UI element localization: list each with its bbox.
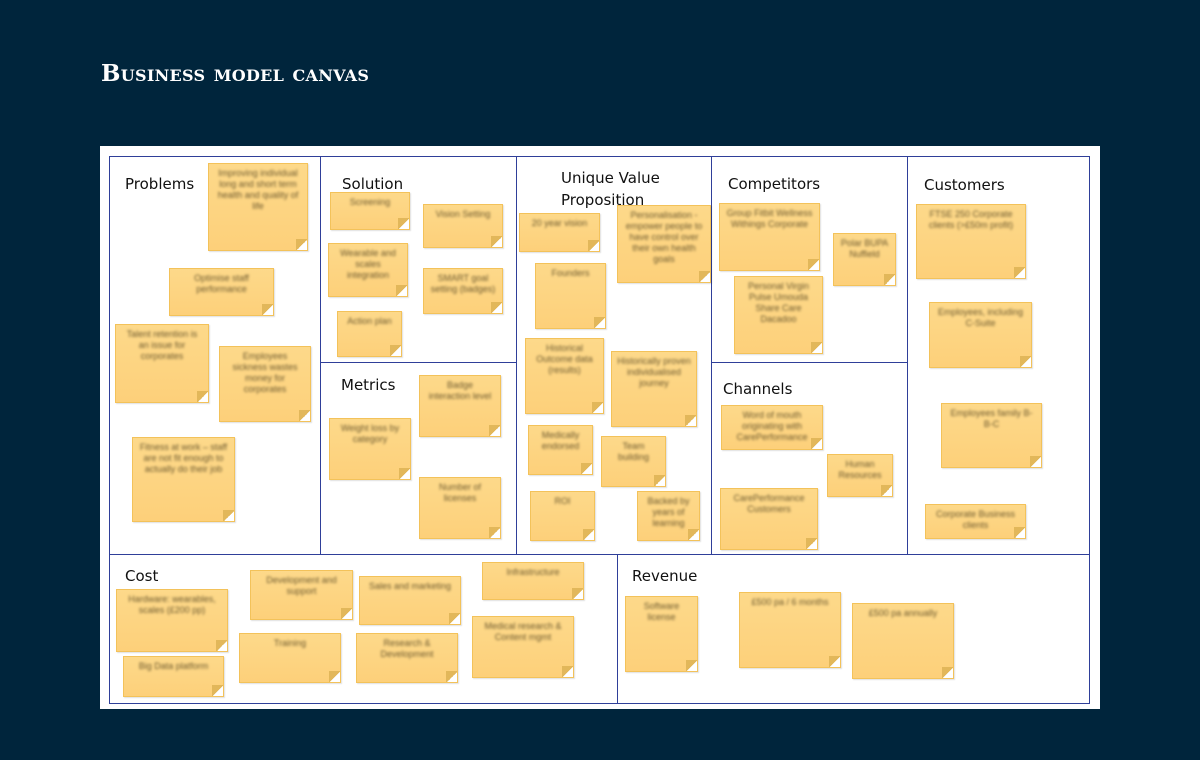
divider (109, 156, 110, 704)
sticky-note[interactable]: Corporate Business clients (925, 504, 1026, 539)
section-competitors: Competitors (728, 175, 821, 193)
sticky-note[interactable]: Wearable and scales integration (328, 243, 408, 297)
sticky-note[interactable]: Badge interaction level (419, 375, 501, 437)
sticky-note[interactable]: Group Fitbit Wellness Withings Corporate (719, 203, 820, 271)
section-cost: Cost (125, 567, 159, 585)
sticky-note[interactable]: CarePerformance Customers (720, 488, 818, 550)
sticky-note[interactable]: Sales and marketing (359, 576, 461, 625)
section-customers: Customers (924, 176, 1005, 194)
sticky-note[interactable]: Team building (601, 436, 666, 487)
sticky-note[interactable]: Development and support (250, 570, 353, 620)
sticky-note[interactable]: Backed by years of learning (637, 491, 700, 541)
sticky-note[interactable]: Fitness at work – staff are not fit enou… (132, 437, 235, 522)
sticky-note[interactable]: Employees family B-B-C (941, 403, 1042, 468)
section-revenue: Revenue (632, 567, 698, 585)
sticky-note[interactable]: Medical research & Content mgmt (472, 616, 574, 678)
sticky-note[interactable]: Medically endorsed (528, 425, 593, 475)
sticky-note[interactable]: Number of licenses (419, 477, 501, 539)
sticky-note[interactable]: Talent retention is an issue for corpora… (115, 324, 209, 403)
sticky-note[interactable]: £500 pa / 6 months (739, 592, 841, 668)
sticky-note[interactable]: Training (239, 633, 341, 683)
divider (320, 156, 321, 554)
sticky-note[interactable]: Employees, including C-Suite (929, 302, 1032, 368)
divider (109, 703, 1090, 704)
divider (1089, 156, 1090, 704)
sticky-note[interactable]: Human Resources (827, 454, 893, 497)
sticky-note[interactable]: Historical Outcome data (results) (525, 338, 604, 414)
sticky-note[interactable]: Improving individual long and short term… (208, 163, 308, 251)
section-problems: Problems (125, 175, 195, 193)
sticky-note[interactable]: Research & Development (356, 633, 458, 683)
divider (907, 156, 908, 554)
sticky-note[interactable]: Historically proven individualised journ… (611, 351, 697, 427)
sticky-note[interactable]: Software license (625, 596, 698, 672)
sticky-note[interactable]: Weight loss by category (329, 418, 411, 480)
sticky-note[interactable]: Word of mouth originating with CarePerfo… (721, 405, 823, 450)
sticky-note[interactable]: Personalisation - empower people to have… (617, 205, 711, 283)
sticky-note[interactable]: SMART goal setting (badges) (423, 268, 503, 314)
section-metrics: Metrics (341, 376, 396, 394)
section-solution: Solution (342, 175, 404, 193)
divider (711, 156, 712, 554)
divider (320, 362, 516, 363)
divider (617, 554, 618, 704)
sticky-note[interactable]: Big Data platform (123, 656, 224, 697)
sticky-note[interactable]: Hardware: wearables, scales (£200 pp) (116, 589, 228, 652)
divider (516, 156, 517, 554)
section-uvp: Unique Value Proposition (561, 169, 660, 209)
sticky-note[interactable]: Optimise staff performance (169, 268, 274, 316)
sticky-note[interactable]: Screening (330, 192, 410, 230)
sticky-note[interactable]: Vision Setting (423, 204, 503, 248)
sticky-note[interactable]: Founders (535, 263, 606, 329)
divider (109, 156, 1090, 157)
page-title: Business model canvas (101, 60, 370, 87)
section-channels: Channels (723, 380, 793, 398)
sticky-note[interactable]: Personal Virgin Pulse Umouda Share Care … (734, 276, 823, 354)
divider (109, 554, 1090, 555)
sticky-note[interactable]: Polar BUPA Nuffield (833, 233, 896, 286)
sticky-note[interactable]: Infrastructure (482, 562, 584, 600)
sticky-note[interactable]: Action plan (337, 311, 402, 357)
sticky-note[interactable]: ROI (530, 491, 595, 541)
sticky-note[interactable]: FTSE 250 Corporate clients (>£50m profit… (916, 204, 1026, 279)
sticky-note[interactable]: 20 year vision (519, 213, 600, 252)
divider (711, 362, 907, 363)
sticky-note[interactable]: Employees sickness wastes money for corp… (219, 346, 311, 422)
sticky-note[interactable]: £500 pa annually (852, 603, 954, 679)
